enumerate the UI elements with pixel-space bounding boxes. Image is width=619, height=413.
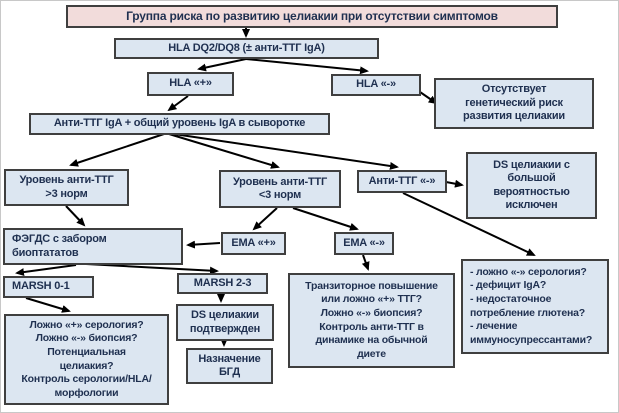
arrow-antittg-to-gt3 — [69, 133, 165, 167]
arrow-lt3-to-emaminus — [292, 207, 359, 231]
arrow-fegds-to-marsh23 — [85, 263, 219, 275]
arrow-hlaplus-to-antittg — [167, 95, 189, 112]
node-false-positive-serology: Ложно «+» серология? Ложно «-» биопсия? … — [4, 314, 169, 405]
node-transient-rise: Транзиторное повышение или ложно «+» ТТГ… — [288, 273, 455, 368]
node-hla-positive: HLA «+» — [147, 72, 234, 96]
arrow-fegds-to-marsh01 — [15, 264, 77, 277]
arrow-hla-to-hlaplus — [197, 58, 247, 72]
arrow-hla-to-hlaminus — [245, 58, 369, 75]
node-risk-group-title: Группа риска по развитию целиакии при от… — [66, 5, 558, 28]
arrow-neg-to-excluded — [445, 179, 464, 188]
arrow-emaplus-to-fegds — [186, 240, 221, 249]
node-hla-dq2-dq8: HLA DQ2/DQ8 (± анти-ТТГ IgA) — [114, 38, 379, 59]
arrow-antittg-to-lt3 — [168, 133, 280, 169]
node-hla-negative: HLA «-» — [331, 74, 421, 96]
node-no-genetic-risk: Отсутствует генетический риск развития ц… — [434, 78, 594, 129]
node-level-lt-3-norms: Уровень анти-ТТГ <3 норм — [219, 170, 341, 208]
node-fegds-biopsy: ФЭГДС с забором биоптататов — [3, 228, 183, 265]
node-level-gt-3-norms: Уровень анти-ТТГ >3 норм — [4, 169, 129, 206]
node-seronegative-questions: - ложно «-» серология? - дефицит IgA? - … — [461, 259, 609, 354]
node-marsh-0-1: MARSH 0-1 — [3, 276, 94, 298]
arrow-antittg-to-neg — [173, 133, 399, 170]
node-ema-positive: EMA «+» — [221, 232, 286, 255]
arrow-gt3-to-fegds — [65, 205, 86, 227]
node-marsh-2-3: MARSH 2-3 — [177, 273, 268, 294]
arrow-lt3-to-emaplus — [252, 207, 278, 231]
node-ds-excluded: DS целиакии с большой вероятностью исклю… — [466, 152, 597, 219]
arrow-marsh01-to-falsepos — [25, 297, 71, 313]
node-ema-negative: EMA «-» — [334, 232, 394, 255]
node-anti-ttg-iga-serum: Анти-ТТГ IgA + общий уровень IgA в сывор… — [29, 113, 330, 135]
arrow-emaminus-to-transient — [361, 254, 370, 271]
node-ds-confirmed: DS целиакии подтвержден — [176, 304, 274, 341]
node-gluten-free-diet: Назначение БГД — [186, 348, 273, 384]
node-anti-ttg-negative: Анти-ТТГ «-» — [357, 170, 447, 193]
